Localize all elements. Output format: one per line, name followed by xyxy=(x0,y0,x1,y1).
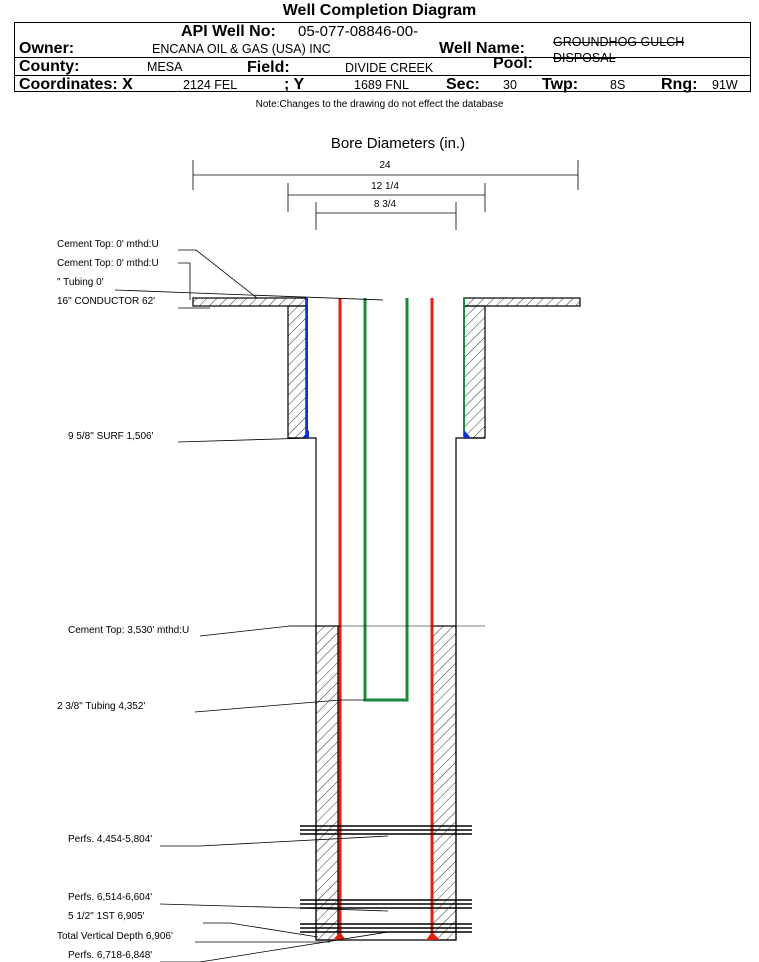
dim-24: 24 xyxy=(379,160,391,171)
bore-diameters-title: Bore Diameters (in.) xyxy=(331,135,465,152)
well-name-line1: GROUNDHOG GULCH xyxy=(553,35,685,49)
pool-label: Pool: xyxy=(493,55,533,72)
y-value: 1689 FNL xyxy=(354,78,409,92)
y-label: ; Y xyxy=(284,76,305,93)
production-casing xyxy=(333,298,440,940)
label-conductor: 16" CONDUCTOR 62' xyxy=(57,296,155,307)
api-value: 05-077-08846-00- xyxy=(298,23,419,40)
label-perfs-1: Perfs. 4,454-5,804' xyxy=(68,834,152,845)
conductor xyxy=(192,297,581,439)
county-value: MESA xyxy=(147,60,183,74)
api-label: API Well No: xyxy=(181,23,276,40)
rng-label: Rng: xyxy=(661,76,698,93)
coord-label: Coordinates: X xyxy=(19,76,133,93)
label-total-depth: Total Vertical Depth 6,906' xyxy=(57,931,173,942)
sec-value: 30 xyxy=(503,78,517,92)
label-perfs-3: Perfs. 6,718-6,848' xyxy=(68,950,152,961)
tubing xyxy=(363,298,409,702)
twp-label: Twp: xyxy=(542,76,579,93)
label-cement-top-1: Cement Top: 0' mthd:U xyxy=(57,239,159,250)
owner-label: Owner: xyxy=(19,40,75,57)
well-info-header: API Well No: 05-077-08846-00- Owner: ENC… xyxy=(14,22,751,93)
well-name-label: Well Name: xyxy=(439,40,525,57)
label-tubing-0: " Tubing 0' xyxy=(57,277,104,288)
label-cement-top-3: Cement Top: 3,530' mthd:U xyxy=(68,625,189,636)
twp-value: 8S xyxy=(610,78,626,92)
county-label: County: xyxy=(19,58,80,75)
leader-lines xyxy=(114,249,485,962)
coordinates-row: Coordinates: X 2124 FEL ; Y 1689 FNL Sec… xyxy=(15,76,750,93)
x-value: 2124 FEL xyxy=(183,78,238,92)
label-surface-casing: 9 5/8" SURF 1,506' xyxy=(68,431,154,442)
api-row: API Well No: 05-077-08846-00- xyxy=(15,23,750,40)
field-label: Field: xyxy=(247,59,290,76)
sec-label: Sec: xyxy=(446,76,480,93)
label-cement-top-2: Cement Top: 0' mthd:U xyxy=(57,258,159,269)
well-name-line2: DISPOSAL xyxy=(553,51,616,65)
county-row: County: MESA Field: DIVIDE CREEK Pool: xyxy=(15,55,750,76)
dimension-lines xyxy=(192,160,579,230)
dim-12-1-4: 12 1/4 xyxy=(371,181,399,192)
perforations xyxy=(300,825,472,933)
dim-8-3-4: 8 3/4 xyxy=(374,199,397,210)
label-production-casing: 5 1/2" 1ST 6,905' xyxy=(68,911,145,922)
field-value: DIVIDE CREEK xyxy=(345,61,434,75)
label-tubing: 2 3/8" Tubing 4,352' xyxy=(57,701,145,712)
owner-value: ENCANA OIL & GAS (USA) INC xyxy=(152,42,331,56)
surface-casing-hole xyxy=(288,437,485,941)
page-title: Well Completion Diagram xyxy=(282,2,477,19)
labels: Cement Top: 0' mthd:U Cement Top: 0' mth… xyxy=(57,239,189,961)
owner-row: Owner: ENCANA OIL & GAS (USA) INC Well N… xyxy=(15,40,750,58)
rng-value: 91W xyxy=(712,78,738,92)
surface-casing xyxy=(302,298,471,438)
note-text: Note:Changes to the drawing do not effec… xyxy=(255,99,504,110)
label-perfs-2: Perfs. 6,514-6,604' xyxy=(68,892,152,903)
